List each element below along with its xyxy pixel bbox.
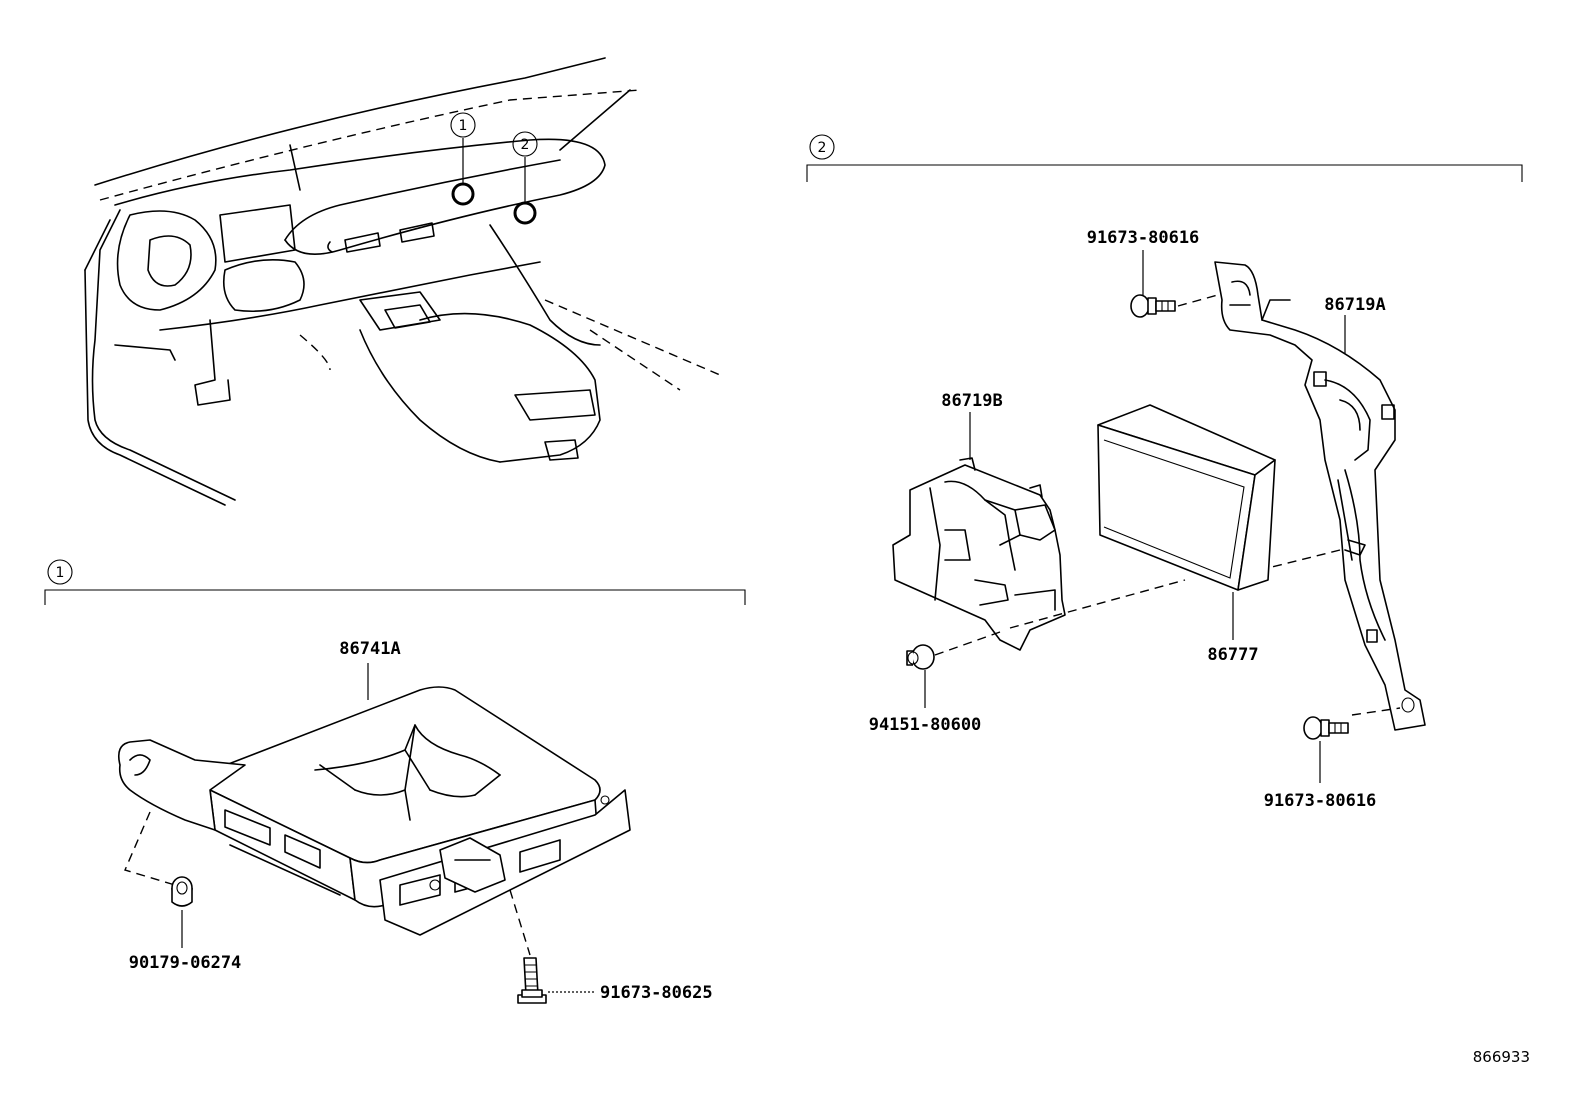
nut-94151-80600 xyxy=(906,644,935,670)
callout-1-text: 1 xyxy=(459,118,468,134)
section-2: 2 91673-80616 86719A 86719B xyxy=(806,134,1523,811)
dashboard-overview xyxy=(84,57,721,506)
label-91673-80616-top: 91673-80616 xyxy=(1087,228,1200,248)
bolt-91673-80625 xyxy=(517,957,547,1004)
diagram-id: 866933 xyxy=(1473,1048,1530,1066)
label-94151-80600: 94151-80600 xyxy=(869,715,982,735)
bolt-91673-80616-bottom xyxy=(1303,716,1349,740)
callout-2-marker: 2 xyxy=(512,131,538,225)
callout-2-text: 2 xyxy=(521,137,530,153)
label-86777: 86777 xyxy=(1207,645,1258,665)
bracket-86719B xyxy=(892,457,1066,651)
section-1: 1 xyxy=(44,559,746,1004)
module-86777 xyxy=(1097,404,1276,591)
label-90179-06274: 90179-06274 xyxy=(129,953,242,973)
label-86741A: 86741A xyxy=(339,639,400,659)
label-86719B: 86719B xyxy=(941,391,1002,411)
ecu-86741A xyxy=(117,686,631,936)
section-1-callout: 1 xyxy=(56,565,65,581)
bracket-86719A xyxy=(1214,261,1426,731)
label-86719A: 86719A xyxy=(1324,295,1385,315)
section-2-callout: 2 xyxy=(818,140,827,156)
bolt-91673-80616-top xyxy=(1130,294,1176,318)
nut-90179-06274 xyxy=(171,876,193,907)
callout-1-marker: 1 xyxy=(450,112,476,206)
label-91673-80616-bottom: 91673-80616 xyxy=(1264,791,1377,811)
label-91673-80625: 91673-80625 xyxy=(600,983,713,1003)
